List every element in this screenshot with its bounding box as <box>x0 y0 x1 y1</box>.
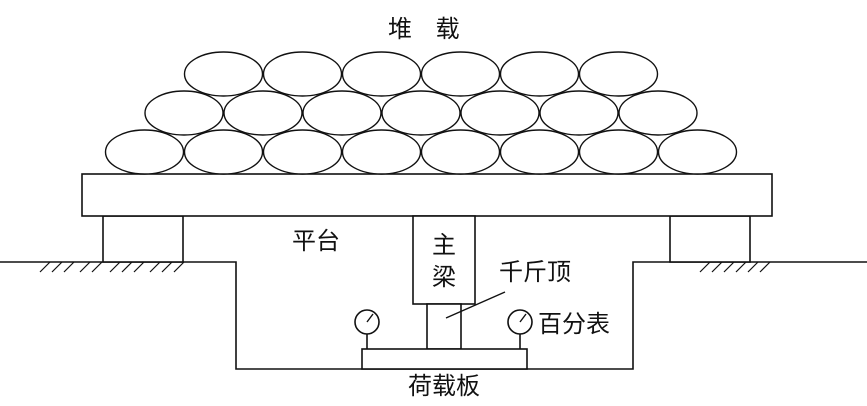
main-beam-label: 主 梁 <box>432 231 456 291</box>
load-bundle <box>144 90 224 136</box>
load-bundle <box>539 90 619 136</box>
load-bundle <box>183 51 264 97</box>
jack <box>426 303 462 350</box>
load-bundle <box>262 129 343 175</box>
ground-hatch-right <box>699 261 771 273</box>
load-bundle <box>302 90 382 136</box>
dial-gauge-right <box>507 309 533 349</box>
load-bundle <box>618 90 698 136</box>
load-bundle <box>104 129 185 175</box>
load-bundle <box>420 51 501 97</box>
platform-slab <box>81 173 773 217</box>
load-bundle <box>341 51 422 97</box>
load-bundle <box>499 129 580 175</box>
stacked-load-label: 堆 载 <box>388 15 468 43</box>
load-bundle <box>657 129 738 175</box>
jack-label: 千斤顶 <box>499 258 571 286</box>
load-bundle <box>499 51 580 97</box>
ground-hatch-left <box>39 261 185 273</box>
load-bundle <box>381 90 461 136</box>
jack-leader-line <box>445 291 506 319</box>
dial-gauge-left <box>354 309 380 349</box>
load-bundle <box>460 90 540 136</box>
stacked-load-bundles <box>104 51 738 175</box>
load-bundle <box>578 51 659 97</box>
load-bundle <box>223 90 303 136</box>
support-block-right <box>669 215 751 263</box>
load-bundle <box>578 129 659 175</box>
load-bundle <box>183 129 264 175</box>
load-bundle <box>262 51 343 97</box>
support-block-left <box>102 215 184 263</box>
dial-gauge-label: 百分表 <box>538 310 610 338</box>
load-plate <box>361 348 528 370</box>
load-plate-label: 荷载板 <box>408 372 480 400</box>
platform-label: 平台 <box>292 227 340 255</box>
load-bundle <box>341 129 422 175</box>
load-bundle <box>420 129 501 175</box>
